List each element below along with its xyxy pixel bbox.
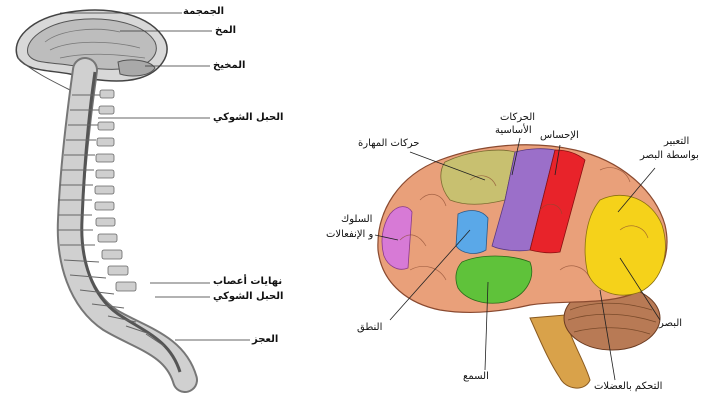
brain-figure xyxy=(375,138,667,388)
label-cerebellum: المخيخ xyxy=(213,60,245,72)
label-muscle-control: التحكم بالعضلات xyxy=(594,381,662,393)
label-expression-1: التعبير xyxy=(664,136,689,148)
label-coccyx: العجز xyxy=(252,334,278,346)
label-brain: المخ xyxy=(215,25,236,37)
label-skill-movements: حركات المهارة xyxy=(358,138,419,150)
label-hearing: السمع xyxy=(463,371,489,383)
label-speech: النطق xyxy=(357,322,382,334)
label-nerve-endings: نهايات أعصاب xyxy=(213,276,282,288)
label-spinal-cord-2: الحبل الشوكي xyxy=(213,291,283,303)
label-skull: الجمجمة xyxy=(183,6,224,18)
label-sensation: الإحساس xyxy=(540,130,579,142)
label-vision: البصر xyxy=(659,318,682,330)
label-spinal-cord: الحبل الشوكي xyxy=(213,112,283,124)
label-basic-movements-2: الأساسية xyxy=(495,125,532,137)
label-behavior-1: السلوك xyxy=(341,214,372,226)
label-expression-2: بواسطة البصر xyxy=(640,150,699,162)
label-behavior-2: و الإنفعالات xyxy=(326,229,373,241)
label-basic-movements-1: الحركات xyxy=(500,112,535,124)
